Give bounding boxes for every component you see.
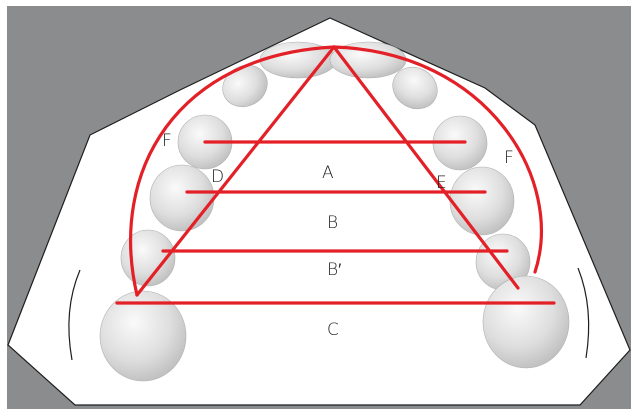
label-A: A — [322, 163, 334, 183]
label-F-left: F — [162, 131, 172, 151]
label-F-right: F — [504, 148, 514, 168]
tooth-premolar-1-right — [450, 167, 514, 235]
tooth-molar-right — [483, 276, 569, 368]
tooth-premolar-1-left — [150, 165, 214, 231]
label-B-prime: B′ — [327, 260, 341, 280]
label-E: E — [436, 173, 447, 193]
label-C: C — [327, 320, 339, 340]
label-B: B — [327, 213, 338, 233]
label-D: D — [211, 167, 224, 187]
